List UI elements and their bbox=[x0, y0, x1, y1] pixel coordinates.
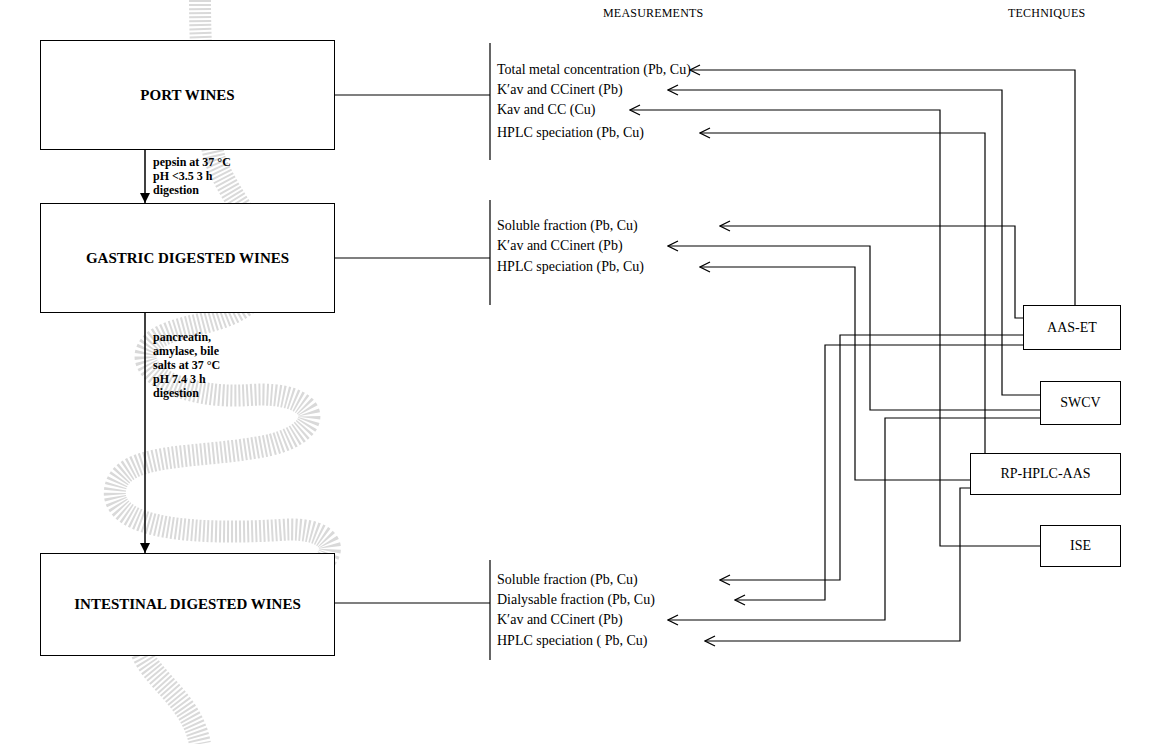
leader-arrow bbox=[668, 418, 1040, 620]
measurement-label: Soluble fraction (Pb, Cu) bbox=[497, 218, 638, 234]
leader-arrow bbox=[700, 267, 970, 480]
measurement-label: Soluble fraction (Pb, Cu) bbox=[497, 572, 638, 588]
leader-arrow bbox=[668, 246, 1040, 410]
box-label: PORT WINES bbox=[140, 87, 234, 104]
measurement-label: K′av and CCinert (Pb) bbox=[497, 82, 623, 98]
measurement-label: HPLC speciation ( Pb, Cu) bbox=[497, 633, 648, 649]
digestion-arrow bbox=[144, 313, 146, 553]
box-label: GASTRIC DIGESTED WINES bbox=[86, 250, 289, 267]
technique-box: AAS-ET bbox=[1023, 305, 1121, 350]
column-header: MEASUREMENTS bbox=[603, 5, 703, 21]
measurement-label: Kav and CC (Cu) bbox=[497, 102, 595, 118]
leader-arrow bbox=[668, 90, 1040, 395]
measurement-label: HPLC speciation (Pb, Cu) bbox=[497, 259, 644, 275]
box-label: AAS-ET bbox=[1047, 320, 1097, 336]
bracket bbox=[335, 200, 490, 305]
box-label: INTESTINAL DIGESTED WINES bbox=[74, 596, 300, 613]
bracket-lines bbox=[335, 43, 490, 660]
digestion-arrow bbox=[144, 150, 146, 203]
bracket bbox=[335, 560, 490, 660]
technique-box: RP-HPLC-AAS bbox=[970, 453, 1121, 495]
leader-arrow bbox=[690, 70, 1075, 305]
sample-box: INTESTINAL DIGESTED WINES bbox=[40, 553, 335, 656]
step-conditions: pepsin at 37 °C pH <3.5 3 h digestion bbox=[153, 155, 245, 197]
measurement-label: Total metal concentration (Pb, Cu) bbox=[497, 62, 691, 78]
column-header: TECHNIQUES bbox=[1008, 5, 1085, 21]
technique-box: ISE bbox=[1040, 525, 1121, 567]
bracket bbox=[335, 43, 490, 160]
box-label: RP-HPLC-AAS bbox=[1000, 466, 1090, 482]
measurement-label: K′av and CCinert (Pb) bbox=[497, 612, 623, 628]
sample-box: GASTRIC DIGESTED WINES bbox=[40, 203, 335, 313]
technique-arrows bbox=[630, 70, 1075, 641]
technique-box: SWCV bbox=[1040, 381, 1121, 425]
measurement-label: Dialysable fraction (Pb, Cu) bbox=[497, 592, 655, 608]
step-conditions: pancreatin, amylase, bile salts at 37 °C… bbox=[153, 330, 237, 400]
box-label: SWCV bbox=[1060, 395, 1100, 411]
measurement-label: K′av and CCinert (Pb) bbox=[497, 238, 623, 254]
sample-box: PORT WINES bbox=[40, 40, 335, 150]
box-label: ISE bbox=[1070, 538, 1091, 554]
measurement-label: HPLC speciation (Pb, Cu) bbox=[497, 125, 644, 141]
leader-arrow bbox=[705, 488, 970, 641]
leader-arrow bbox=[700, 133, 985, 453]
leader-arrow bbox=[720, 226, 1023, 318]
